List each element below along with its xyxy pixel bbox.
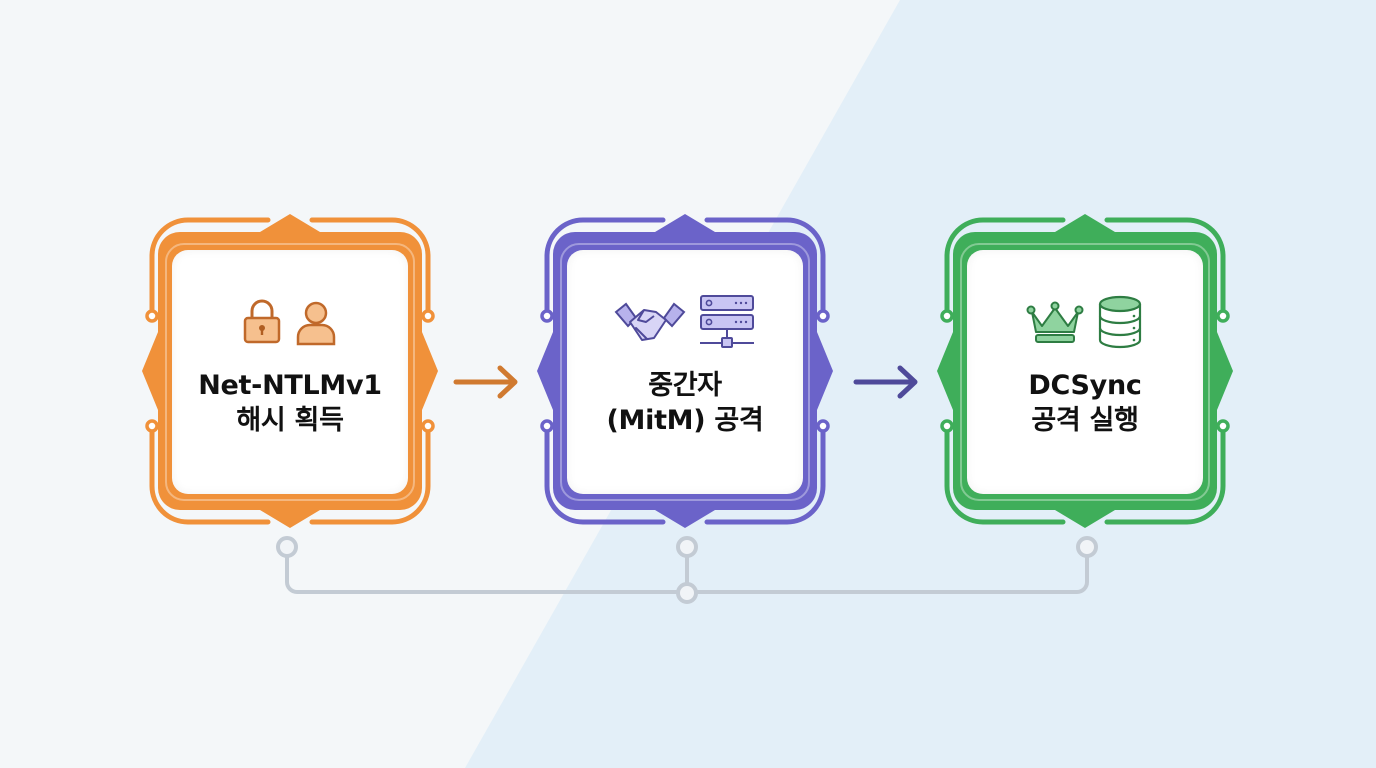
step-title: Net-NTLMv1: [198, 370, 382, 401]
frame-trace: [1104, 423, 1226, 525]
frame-node: [540, 309, 554, 323]
frame-node: [540, 419, 554, 433]
arrow-right-icon: [453, 365, 518, 399]
connector-node: [676, 582, 698, 604]
frame-trace: [309, 423, 431, 525]
crown-icon: [1026, 301, 1084, 343]
card-body: 중간자 (MitM) 공격: [567, 250, 803, 494]
frame-node: [145, 419, 159, 433]
frame-trace: [149, 423, 271, 525]
step-label: Net-NTLMv1 해시 획득: [198, 368, 382, 438]
step-card-ntlm-hash: Net-NTLMv1 해시 획득: [140, 212, 440, 530]
step-label: DCSync 공격 실행: [1028, 368, 1142, 438]
server-network-icon: [700, 295, 754, 348]
connector-line: [285, 556, 1089, 594]
frame-rim: [165, 243, 415, 501]
frame-trace: [544, 423, 666, 525]
frame-trace: [944, 217, 1066, 319]
user-icon: [296, 301, 336, 346]
frame-trace: [704, 423, 826, 525]
step-title: 중간자: [648, 370, 722, 401]
frame-node: [940, 419, 954, 433]
frame-node: [816, 309, 830, 323]
connector-node: [276, 536, 298, 558]
step-subtitle: (MitM) 공격: [606, 405, 764, 436]
frame-node: [816, 419, 830, 433]
frame-node: [421, 309, 435, 323]
step-subtitle: 해시 획득: [236, 405, 344, 436]
frame-node: [1216, 419, 1230, 433]
step-card-dcsync: DCSync 공격 실행: [935, 212, 1235, 530]
frame-node: [940, 309, 954, 323]
step-label: 중간자 (MitM) 공격: [607, 368, 764, 438]
connector-node: [676, 536, 698, 558]
card-icons: [242, 294, 338, 350]
handshake-icon: [614, 302, 686, 341]
frame-trace: [1104, 217, 1226, 319]
frame-rim: [560, 243, 810, 501]
connector-node: [1076, 536, 1098, 558]
frame-node: [145, 309, 159, 323]
frame-node: [421, 419, 435, 433]
step-card-mitm: 중간자 (MitM) 공격: [535, 212, 835, 530]
frame-rim: [960, 243, 1210, 501]
step-title: DCSync: [1028, 370, 1142, 401]
card-icons: [1026, 294, 1144, 350]
arrow-right-icon: [853, 365, 918, 399]
card-body: Net-NTLMv1 해시 획득: [172, 250, 408, 494]
frame-trace: [944, 423, 1066, 525]
frame-trace: [544, 217, 666, 319]
frame-trace: [149, 217, 271, 319]
frame-trace: [309, 217, 431, 319]
step-subtitle: 공격 실행: [1031, 405, 1139, 436]
padlock-icon: [243, 299, 281, 344]
card-icons: [614, 294, 756, 350]
card-body: DCSync 공격 실행: [967, 250, 1203, 494]
database-icon: [1098, 295, 1142, 349]
frame-node: [1216, 309, 1230, 323]
frame-trace: [704, 217, 826, 319]
